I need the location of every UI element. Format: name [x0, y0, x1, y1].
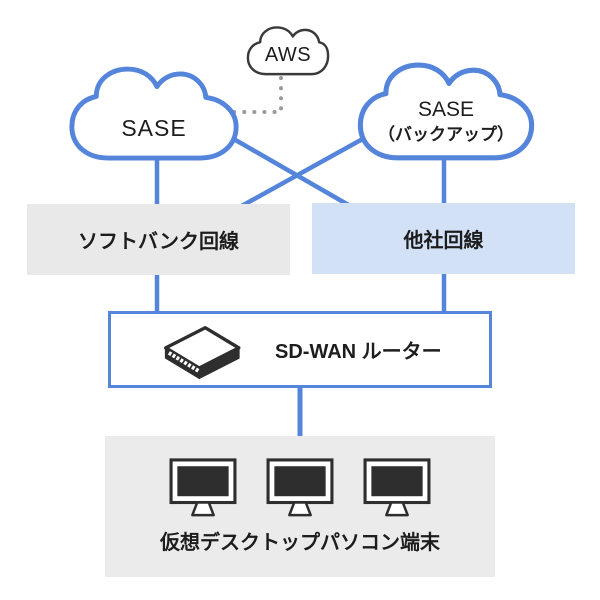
softbank-line-box: ソフトバンク回線 — [27, 204, 290, 275]
monitor-row — [169, 458, 431, 518]
edge-aws-sase-dotted — [226, 76, 283, 114]
sase-backup-label: SASE （バックアップ） — [378, 81, 514, 146]
sase-cloud-node: SASE — [66, 62, 242, 168]
cloud-icon — [357, 62, 535, 161]
monitor-icon — [266, 458, 334, 517]
edge-backup-softbank — [236, 134, 370, 210]
aws-cloud-node: AWS — [243, 22, 333, 82]
other-carrier-line-label: 他社回線 — [403, 230, 484, 252]
sase-label: SASE — [121, 114, 187, 141]
monitor-icon — [363, 458, 431, 517]
edge-sase-other — [230, 136, 354, 209]
aws-label: AWS — [264, 43, 312, 66]
cloud-icon — [246, 26, 330, 76]
sase-backup-cloud-node: SASE （バックアップ） — [353, 60, 539, 166]
sase-backup-line1: SASE — [417, 97, 475, 121]
sdwan-router-box: SD-WAN ルーター — [108, 311, 492, 388]
softbank-line-label: ソフトバンク回線 — [78, 231, 239, 253]
virtual-desktop-terminals-box: 仮想デスクトップパソコン端末 — [105, 436, 495, 577]
sdwan-router-label: SD-WAN ルーター — [275, 341, 442, 363]
other-carrier-line-box: 他社回線 — [312, 203, 575, 274]
cloud-icon — [69, 66, 239, 161]
network-switch-icon — [159, 321, 243, 379]
sase-backup-line2: （バックアップ） — [378, 125, 514, 144]
monitor-icon — [169, 458, 237, 517]
virtual-desktop-terminals-label: 仮想デスクトップパソコン端末 — [160, 532, 440, 554]
